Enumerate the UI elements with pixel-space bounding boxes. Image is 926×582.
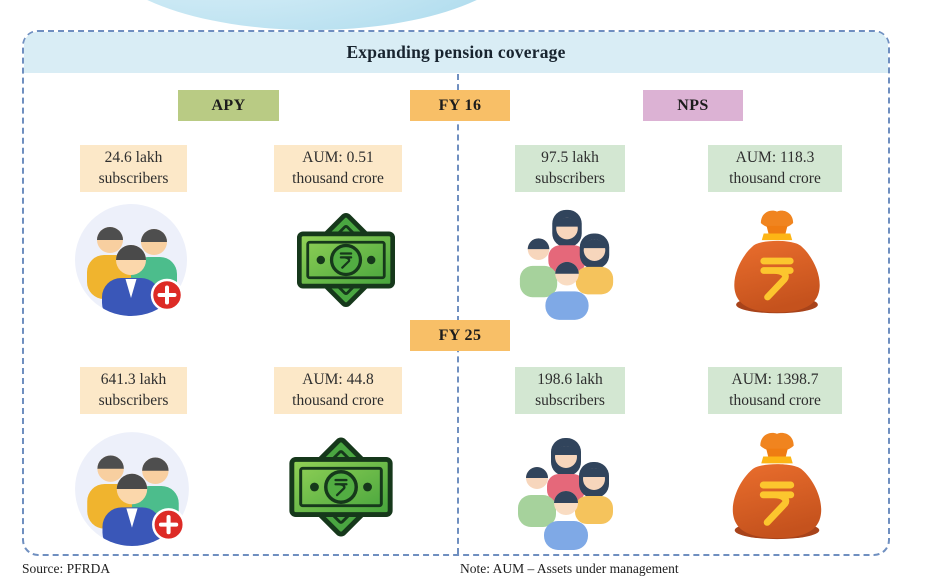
stat-line: AUM: 1398.7 — [731, 371, 819, 389]
decorative-ellipse — [100, 0, 524, 30]
people-group-icon — [513, 196, 621, 320]
stat-line: subscribers — [535, 169, 605, 187]
panel-header-band: Expanding pension coverage — [24, 32, 888, 73]
rupee-banknote-icon — [282, 428, 400, 546]
aum-note: Note: AUM – Assets under management — [460, 561, 679, 576]
stat-line: thousand crore — [292, 169, 384, 187]
stat-line: AUM: 0.51 — [302, 149, 374, 167]
fy16-nps-subscribers-box: 97.5 lakh subscribers — [515, 145, 625, 192]
vertical-divider — [457, 74, 459, 554]
stat-line: thousand crore — [729, 391, 821, 409]
stat-line: 198.6 lakh — [537, 371, 603, 389]
fy16-apy-subscribers-box: 24.6 lakh subscribers — [80, 145, 187, 192]
fy25-nps-aum-box: AUM: 1398.7 thousand crore — [708, 367, 842, 414]
fy16-apy-aum-box: AUM: 0.51 thousand crore — [274, 145, 402, 192]
apy-label: APY — [178, 90, 279, 121]
fy25-label: FY 25 — [410, 320, 510, 351]
page-title: Expanding pension coverage — [346, 42, 566, 62]
stat-line: subscribers — [98, 169, 169, 187]
stat-line: subscribers — [535, 391, 605, 409]
nps-label: NPS — [643, 90, 743, 121]
fy16-nps-aum-box: AUM: 118.3 thousand crore — [708, 145, 842, 192]
rupee-money-bag-icon — [724, 204, 830, 318]
fy25-nps-subscribers-box: 198.6 lakh subscribers — [515, 367, 625, 414]
people-group-add-icon — [73, 426, 195, 548]
stat-line: subscribers — [98, 391, 169, 409]
rupee-money-bag-icon — [722, 426, 832, 544]
people-group-add-icon — [73, 198, 193, 318]
stat-line: AUM: 118.3 — [735, 149, 815, 167]
pension-coverage-panel: Expanding pension coverage APY FY 16 NPS… — [22, 30, 890, 556]
stat-line: 24.6 lakh — [104, 149, 163, 167]
fy16-label: FY 16 — [410, 90, 510, 121]
fy25-apy-subscribers-box: 641.3 lakh subscribers — [80, 367, 187, 414]
people-group-icon — [511, 424, 621, 550]
stat-line: thousand crore — [729, 169, 821, 187]
rupee-banknote-icon — [290, 204, 402, 316]
stat-line: AUM: 44.8 — [302, 371, 374, 389]
fy25-apy-aum-box: AUM: 44.8 thousand crore — [274, 367, 402, 414]
source-note: Source: PFRDA — [22, 561, 111, 576]
stat-line: 97.5 lakh — [541, 149, 599, 167]
stat-line: 641.3 lakh — [100, 371, 167, 389]
stat-line: thousand crore — [292, 391, 384, 409]
